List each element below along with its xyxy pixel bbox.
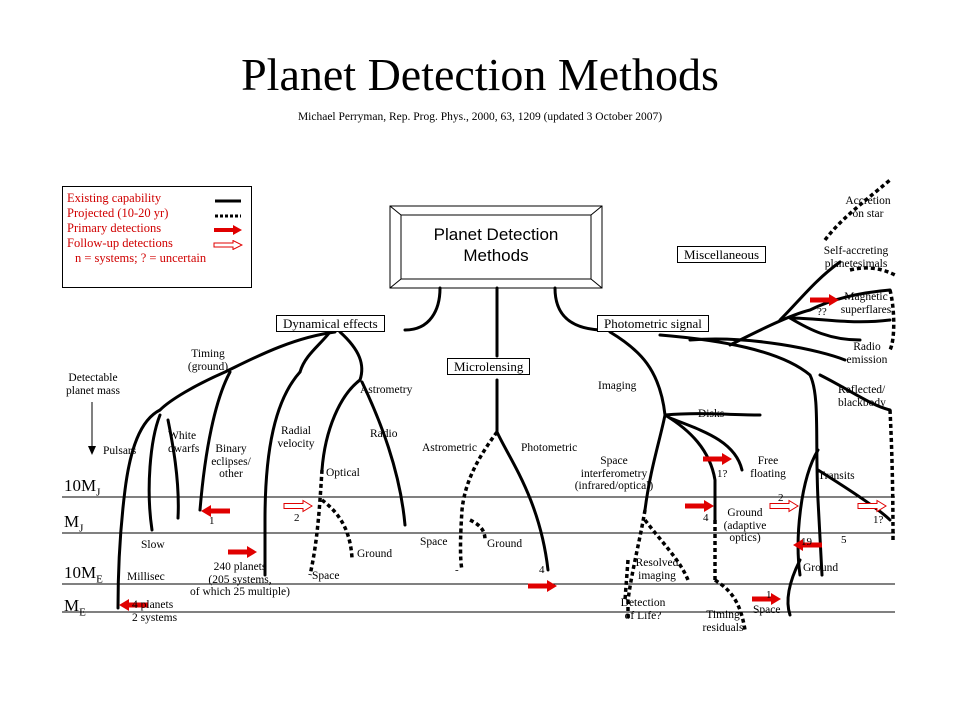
label-photometric-microlensing: Photometric: [521, 442, 578, 454]
label-space-transits: Space: [753, 604, 781, 616]
category-microlensing: Microlensing: [447, 358, 531, 375]
legend-primary: Primary detections: [67, 221, 251, 236]
legend-existing: Existing capability: [67, 191, 251, 206]
label-ground-astrometry: Ground: [357, 548, 393, 560]
mass-axis-arrow: [88, 402, 96, 455]
solid-branches: [116, 260, 892, 617]
label-optical: Optical: [326, 467, 360, 479]
mass-row-mj: MJ: [64, 512, 84, 535]
mass-axis-heading: Detectable planet mass: [66, 372, 120, 397]
label-ground-transits: Ground: [803, 562, 839, 574]
legend-hollow-arrow-icon: [213, 239, 244, 254]
mass-row-me: ME: [64, 596, 86, 619]
label-pulsars: Pulsars: [103, 445, 137, 457]
label-imaging: Imaging: [598, 380, 637, 392]
label-timing-ground: Timing(ground): [187, 348, 229, 373]
projected-branches: [308, 178, 896, 631]
legend-followup: Follow-up detections: [67, 236, 251, 251]
legend: Existing capability Projected (10-20 yr)…: [62, 186, 252, 288]
count-imaging: 4: [703, 512, 709, 524]
label-radio: Radio: [370, 428, 398, 440]
category-photometric-signal: Photometric signal: [597, 315, 709, 332]
mass-row-10me: 10ME: [64, 563, 103, 586]
label-reflected-blackbody: Reflected/blackbody: [838, 384, 886, 409]
legend-note: n = systems; ? = uncertain: [75, 251, 207, 265]
count-magnetic: ??: [817, 306, 827, 318]
count-rv-followup: 2: [294, 512, 300, 524]
legend-projected: Projected (10-20 yr): [67, 206, 251, 221]
count-transit-followup: 5: [841, 534, 847, 546]
label-space-microlensing: Space: [420, 536, 448, 548]
label-disks: Disks: [698, 408, 725, 420]
count-free-floating: 1?: [717, 468, 728, 480]
followup-detection-arrows: [283, 500, 887, 512]
category-dynamical-effects: Dynamical effects: [276, 315, 385, 332]
count-binary: 1: [209, 515, 215, 527]
label-slow: Slow: [141, 539, 165, 551]
count-microlensing: 4: [539, 564, 545, 576]
label-astrometry: Astrometry: [360, 384, 413, 396]
label-240-planets: 240 planets(205 systems,of which 25 mult…: [190, 561, 290, 598]
label-space-astrometry: Space: [312, 570, 340, 582]
mass-row-10mj: 10MJ: [64, 476, 101, 499]
legend-red-arrow-icon: [213, 224, 243, 239]
label-astrometric: Astrometric: [422, 442, 477, 454]
root-box-frame: [389, 205, 603, 289]
category-miscellaneous: Miscellaneous: [677, 246, 767, 263]
legend-solid-line-swatch: [213, 194, 243, 209]
count-reflected-followup: 1?: [873, 514, 884, 526]
label-transits: Transits: [818, 470, 855, 482]
page-subtitle: Michael Perryman, Rep. Prog. Phys., 2000…: [297, 111, 663, 123]
count-transit-ground: 19: [801, 536, 812, 548]
count-transit-space: 1: [766, 589, 772, 601]
root-box-label: Planet Detection Methods: [433, 225, 559, 265]
count-dash: -: [455, 564, 459, 576]
page-title: Planet Detection Methods: [241, 49, 719, 100]
label-millisec: Millisec: [127, 571, 165, 583]
label-ground-microlensing: Ground: [487, 538, 523, 550]
legend-dotted-line-swatch: [213, 209, 243, 224]
count-ao-followup: 2: [778, 492, 784, 504]
